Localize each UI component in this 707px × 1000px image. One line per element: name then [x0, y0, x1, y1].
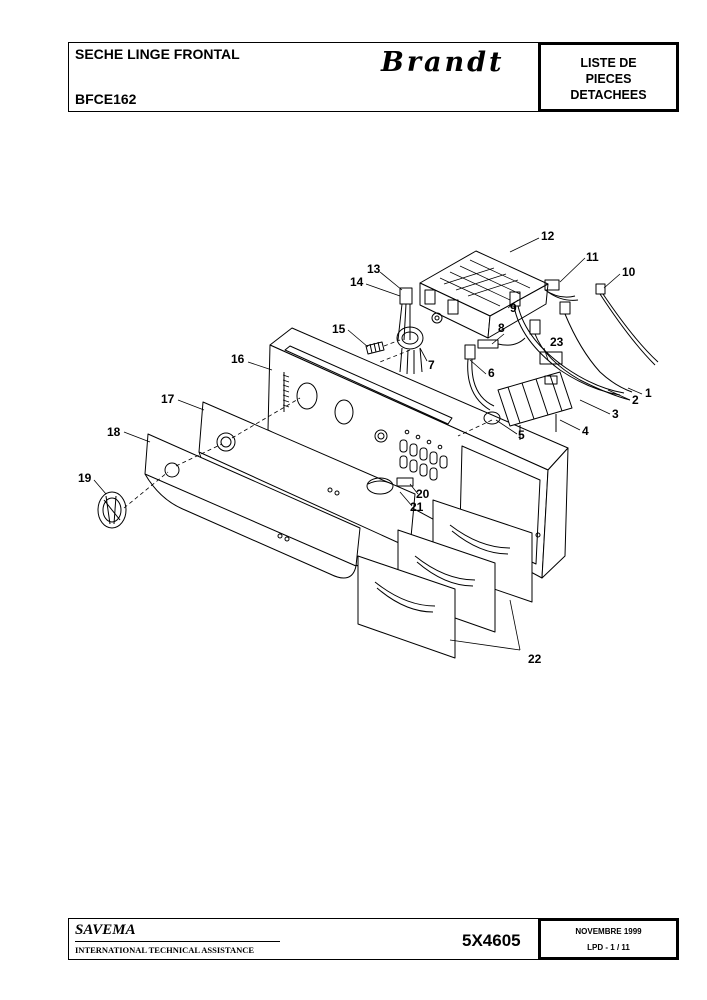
callout-3: 3	[612, 407, 619, 421]
doc-type-line: LISTE DE	[580, 56, 637, 70]
date-page-box: NOVEMBRE 1999 LPD - 1 / 11	[538, 918, 679, 960]
connector-13-14	[397, 287, 413, 341]
model-number: BFCE162	[75, 91, 137, 107]
brand-logo: Brandt	[381, 47, 505, 78]
footer-block: SAVEMA INTERNATIONAL TECHNICAL ASSISTANC…	[68, 918, 679, 960]
screw	[365, 341, 385, 355]
front-trim	[144, 433, 361, 579]
callout-4: 4	[582, 424, 589, 438]
callout-13: 13	[367, 262, 381, 276]
company-subtitle: INTERNATIONAL TECHNICAL ASSISTANCE	[75, 945, 255, 955]
callout-11: 11	[586, 250, 599, 264]
leader-lines	[93, 237, 643, 651]
selector-switch	[483, 351, 573, 440]
callout-8: 8	[498, 321, 505, 335]
doc-type-line: PIECES	[585, 72, 632, 86]
assembly-lines	[123, 339, 493, 509]
callout-14: 14	[350, 275, 364, 289]
callout-1: 1	[645, 386, 652, 400]
callout-15: 15	[332, 322, 346, 336]
header-block: SECHE LINGE FRONTAL BFCE162 Brandt LISTE…	[68, 42, 679, 112]
callout-10: 10	[622, 265, 636, 279]
document-title: SECHE LINGE FRONTAL	[75, 46, 240, 62]
door-panels	[357, 499, 533, 659]
callout-7: 7	[428, 358, 435, 372]
company-name: SAVEMA	[75, 922, 136, 938]
control-box	[419, 250, 549, 339]
page-number: LPD - 1 / 11	[587, 943, 630, 952]
document-date: NOVEMBRE 1999	[575, 927, 642, 936]
doc-type-box: LISTE DE PIECES DETACHEES	[538, 42, 679, 112]
callout-18: 18	[107, 425, 121, 439]
callout-16: 16	[231, 352, 245, 366]
callout-9: 9	[510, 301, 517, 315]
callout-19: 19	[78, 471, 92, 485]
callout-21: 21	[410, 500, 424, 514]
header-left: SECHE LINGE FRONTAL BFCE162 Brandt	[69, 43, 537, 111]
footer-divider	[75, 941, 280, 942]
push-button-insert	[366, 477, 414, 495]
doc-type-line: DETACHEES	[570, 88, 647, 102]
callout-23: 23	[550, 335, 564, 349]
callout-5: 5	[518, 428, 525, 442]
callout-labels: 1 2 3 4 5 6 7 8 9 10 11 12 13 14 15 16 1…	[78, 229, 652, 666]
callout-22: 22	[528, 652, 542, 666]
wiring-harness	[464, 279, 659, 411]
callout-6: 6	[488, 366, 495, 380]
callout-12: 12	[541, 229, 555, 243]
document-reference: 5X4605	[462, 931, 521, 950]
callout-2: 2	[632, 393, 639, 407]
callout-17: 17	[161, 392, 175, 406]
callout-20: 20	[416, 487, 430, 501]
selector-knob	[97, 491, 127, 529]
